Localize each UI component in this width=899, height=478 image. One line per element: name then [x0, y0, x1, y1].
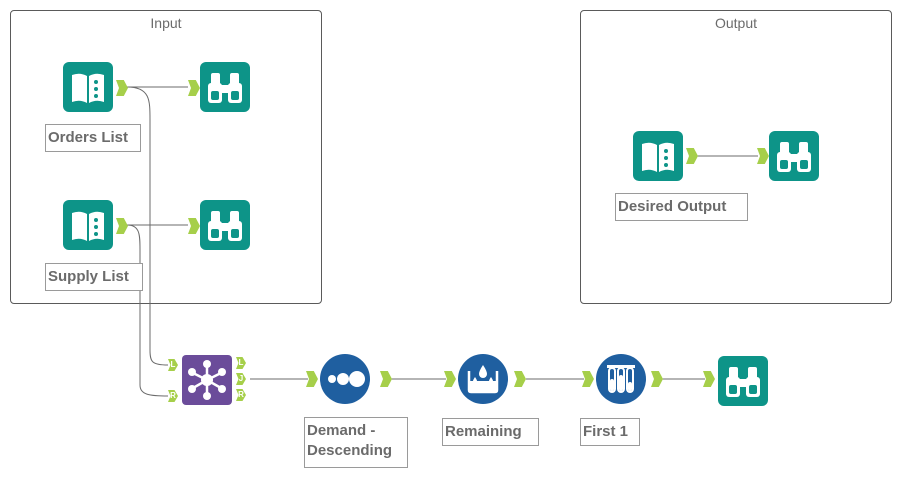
formula-tool[interactable]	[457, 353, 509, 405]
join-left-input-anchor[interactable]: L	[168, 359, 178, 371]
join-right-output-anchor[interactable]: R	[236, 389, 246, 401]
formula-beaker-icon	[458, 354, 508, 404]
orders-output-anchor[interactable]	[116, 80, 128, 96]
browse-binoculars-icon	[718, 356, 768, 406]
supply-input-label: Supply List	[45, 263, 143, 291]
sample-label: First 1	[580, 418, 640, 446]
sort-tool[interactable]	[319, 353, 371, 405]
orders-input-label: Orders List	[45, 124, 141, 152]
desired-input-tool[interactable]	[632, 130, 684, 182]
sort-label: Demand - Descending	[304, 417, 408, 468]
supply-output-anchor[interactable]	[116, 218, 128, 234]
orders-browse-input-anchor[interactable]	[188, 80, 200, 96]
final-browse-input-anchor[interactable]	[703, 371, 715, 387]
orders-input-tool[interactable]	[62, 61, 114, 113]
input-container-title: Input	[150, 15, 182, 31]
join-tool[interactable]	[181, 354, 233, 406]
input-data-book-icon	[633, 131, 683, 181]
sample-tool[interactable]	[595, 353, 647, 405]
desired-browse-tool[interactable]	[768, 130, 820, 182]
input-data-book-icon	[63, 200, 113, 250]
browse-binoculars-icon	[769, 131, 819, 181]
sort-dots-icon	[320, 354, 370, 404]
formula-input-anchor[interactable]	[444, 371, 456, 387]
input-container[interactable]: Input	[10, 10, 322, 304]
sort-label-line2: Descending	[307, 442, 393, 459]
output-container[interactable]: Output	[580, 10, 892, 304]
desired-output-anchor[interactable]	[686, 148, 698, 164]
supply-browse-input-anchor[interactable]	[188, 218, 200, 234]
formula-label: Remaining	[442, 418, 539, 446]
sort-label-line1: Demand -	[307, 422, 376, 439]
join-right-input-anchor[interactable]: R	[168, 390, 178, 402]
browse-binoculars-icon	[200, 62, 250, 112]
sample-input-anchor[interactable]	[582, 371, 594, 387]
supply-input-tool[interactable]	[62, 199, 114, 251]
input-data-book-icon	[63, 62, 113, 112]
join-left-output-anchor[interactable]: L	[236, 357, 246, 369]
output-container-title: Output	[714, 15, 758, 31]
sort-input-anchor[interactable]	[306, 371, 318, 387]
formula-output-anchor[interactable]	[514, 371, 526, 387]
sample-tubes-icon	[596, 354, 646, 404]
browse-binoculars-icon	[200, 200, 250, 250]
orders-browse-tool[interactable]	[199, 61, 251, 113]
sort-output-anchor[interactable]	[380, 371, 392, 387]
supply-browse-tool[interactable]	[199, 199, 251, 251]
desired-input-label: Desired Output	[615, 193, 748, 221]
sample-output-anchor[interactable]	[651, 371, 663, 387]
desired-browse-input-anchor[interactable]	[757, 148, 769, 164]
join-icon	[182, 355, 232, 405]
join-join-output-anchor[interactable]: J	[236, 373, 246, 385]
final-browse-tool[interactable]	[717, 355, 769, 407]
